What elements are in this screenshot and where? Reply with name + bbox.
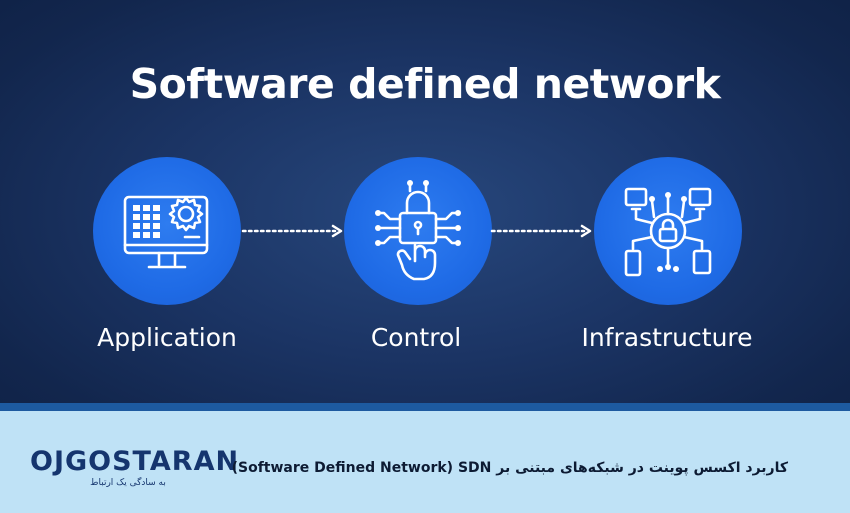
application-node bbox=[93, 157, 241, 305]
padlock-touch-circuit-icon bbox=[375, 180, 461, 281]
monitor-gear-icon bbox=[123, 195, 209, 269]
footer-caption: کاربرد اکسس پوینت در شبکه‌های مبتنی بر S… bbox=[231, 460, 788, 476]
footer-banner bbox=[0, 411, 850, 513]
logo-wordmark: OJGOSTARAN bbox=[30, 446, 240, 477]
logo-tagline: به سادگی یک ارتباط bbox=[90, 478, 166, 488]
edge-application-control bbox=[241, 224, 343, 238]
ojgostaran-logo[interactable]: OJGOSTARAN به سادگی یک ارتباط bbox=[30, 446, 238, 496]
infrastructure-node bbox=[594, 157, 742, 305]
infrastructure-label: Infrastructure bbox=[581, 323, 753, 352]
control-label: Control bbox=[370, 323, 462, 352]
edge-control-infrastructure bbox=[490, 224, 592, 238]
hero-banner: Software defined network bbox=[0, 0, 850, 403]
divider-strip bbox=[0, 403, 850, 411]
control-node bbox=[344, 157, 492, 305]
application-label: Application bbox=[97, 323, 237, 352]
lock-network-devices-icon bbox=[624, 187, 712, 277]
diagram-title: Software defined network bbox=[129, 60, 721, 108]
